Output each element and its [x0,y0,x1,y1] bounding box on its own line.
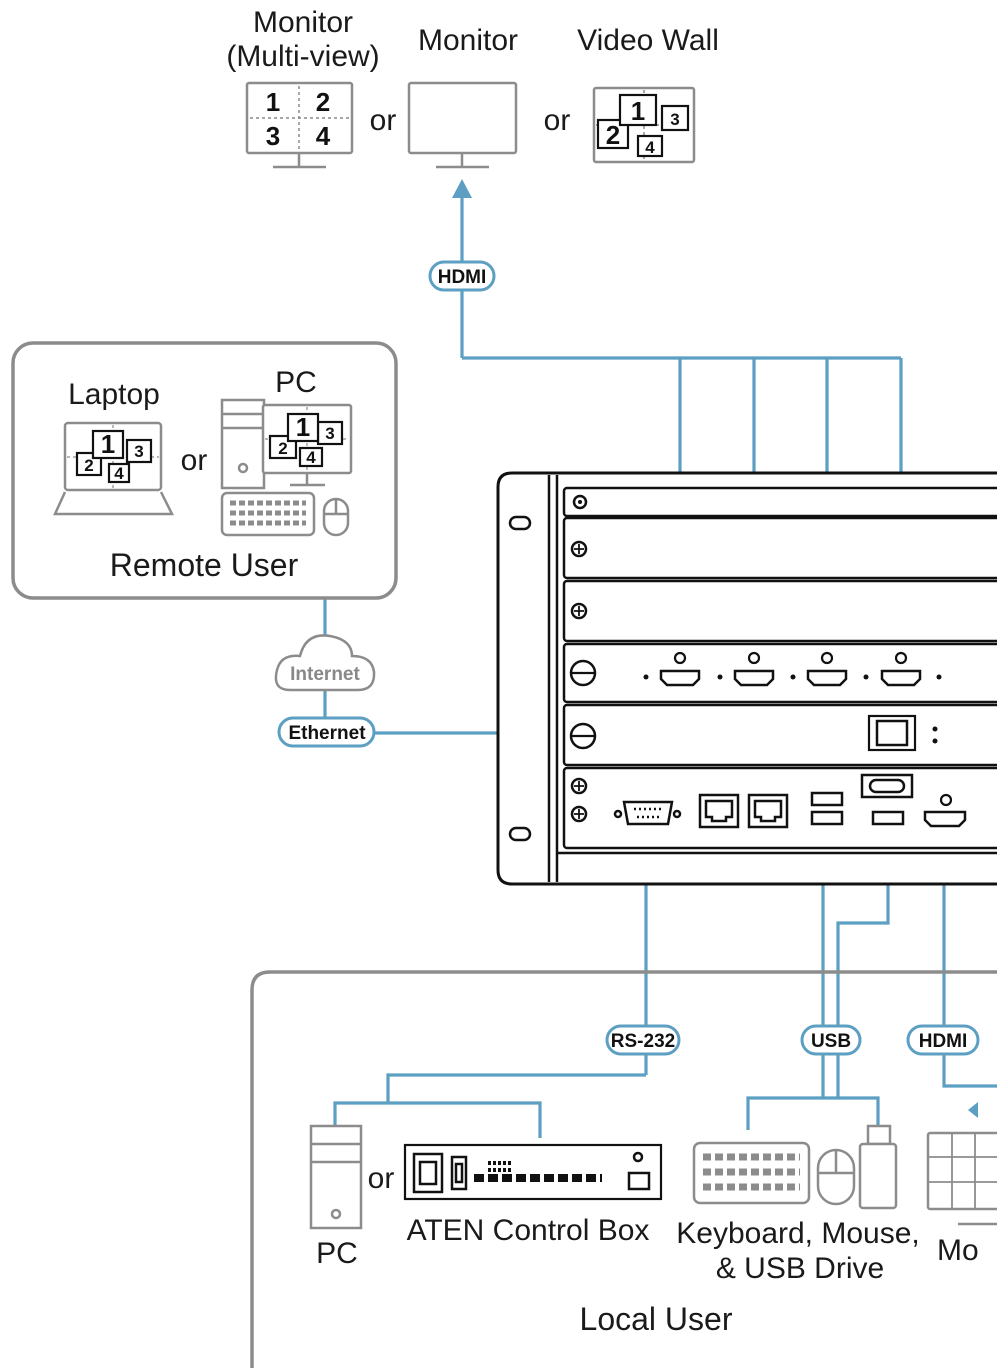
videowall-icon [592,86,696,164]
or-text-2: or [544,104,571,137]
multiview-number-2: 2 [316,87,330,117]
internet-label: Internet [290,664,360,685]
hdmi-local-wire [942,825,997,1118]
rack-ear-hole-bottom [508,826,532,842]
hdmi-bottom-pill-text: HDMI [919,1031,968,1052]
local-monitor-icon [926,1131,997,1226]
local-user-group-box [250,970,997,1368]
remote-keyboard-icon [220,491,316,537]
remote-mouse-icon [322,497,350,537]
remote-user-label: Remote User [110,547,299,583]
videowall-number-3: 3 [670,110,679,129]
local-monitor-label-partial: Mo [937,1234,979,1267]
usb-drive-icon [858,1124,898,1210]
kvm-chassis [496,471,997,886]
remote-user-group-box [11,341,398,600]
hdmi-local-port-icon [923,793,967,828]
laptop-number-2: 2 [84,456,93,475]
local-user-label: Local User [580,1301,733,1337]
remote-pc-icon [220,398,353,490]
videowall-number-1: 1 [631,96,645,126]
usb-pill-text: USB [811,1031,851,1052]
videowall-number-4: 4 [645,138,655,157]
laptop-number-4: 4 [114,464,124,483]
pc-number-4: 4 [306,448,316,467]
usb-pill: USB [800,1024,862,1056]
or-text-1: or [370,104,397,137]
aten-control-box-icon [403,1143,663,1201]
rs232-pill-text: RS-232 [611,1031,675,1052]
videowall-label: Video Wall [577,24,719,57]
pc-number-1: 1 [296,412,310,442]
laptop-icon [53,421,175,516]
local-keyboard-icon [692,1141,811,1205]
local-or-text: or [368,1162,395,1195]
multiview-monitor-icon [245,81,354,169]
peripherals-label-line2: & USB Drive [716,1252,884,1285]
multiview-label-line1: Monitor [253,6,353,39]
multiview-label-line2: (Multi-view) [226,40,379,73]
monitor-icon [407,81,518,169]
videowall-number-2: 2 [606,120,620,150]
ethernet-pill-text: Ethernet [288,723,366,744]
monitor-label: Monitor [418,24,518,57]
local-pc-label: PC [316,1237,358,1270]
laptop-number-3: 3 [134,442,143,461]
rs232-port-icon [613,800,682,826]
rj45-port-icons [698,793,789,829]
local-pc-icon [309,1124,363,1230]
local-mouse-icon [816,1148,856,1206]
rack-ear-hole-top [508,515,532,531]
multiview-number-3: 3 [266,121,280,151]
multiview-number-1: 1 [266,87,280,117]
peripherals-label-line1: Keyboard, Mouse, [676,1217,919,1250]
usb-port-icons [810,773,914,826]
pc-number-3: 3 [325,424,334,443]
multiview-number-4: 4 [316,121,331,151]
hdmi-output-ports [643,651,942,687]
laptop-label: Laptop [68,378,160,411]
cloud-icon [274,634,376,692]
remote-pc-label: PC [275,366,317,399]
hdmi-top-pill: HDMI [428,260,496,292]
lan-port-icon [867,714,938,752]
hdmi-top-pill-text: HDMI [438,267,487,288]
hdmi-bottom-pill: HDMI [906,1024,980,1056]
control-box-label: ATEN Control Box [407,1214,650,1247]
rs232-pill: RS-232 [605,1024,681,1056]
ethernet-pill: Ethernet [277,716,376,748]
laptop-number-1: 1 [101,429,115,459]
remote-or-text: or [181,444,208,477]
pc-number-2: 2 [278,439,287,458]
